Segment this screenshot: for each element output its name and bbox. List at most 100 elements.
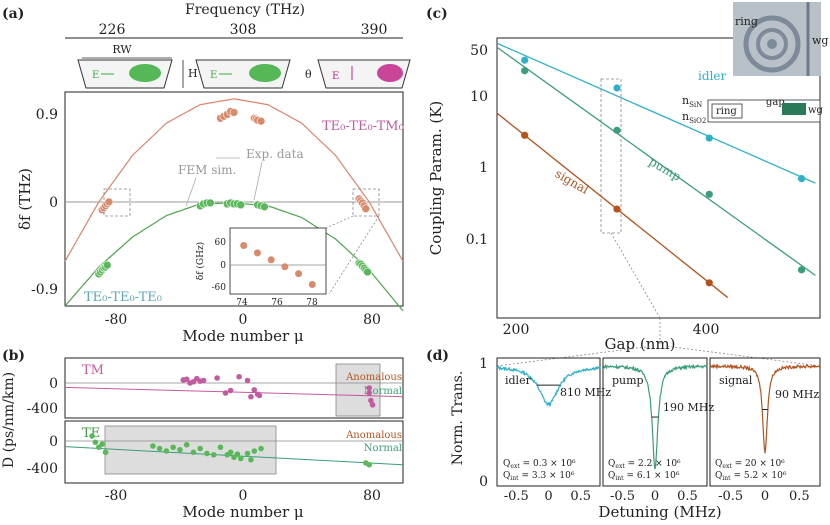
te-data-point xyxy=(177,446,183,453)
te-te-tm-exp-point xyxy=(229,108,239,117)
panel-a-label: (a) xyxy=(2,6,24,22)
y-axis-label: Coupling Param. (K) xyxy=(427,101,445,256)
x-tick-label: -80 xyxy=(105,488,128,504)
e-field-label: E xyxy=(332,71,339,82)
y-axis-label: δf (THz) xyxy=(16,168,34,230)
tm-frame xyxy=(64,357,404,419)
te-te-te-label: TE₀-TE₀-TE₀ xyxy=(84,290,162,305)
inset-y-tick: 0 xyxy=(220,261,226,271)
pump-subplot-frame xyxy=(602,357,708,487)
plot-frame xyxy=(64,91,404,307)
idler-qext: Qext = 0.3 × 10⁶ xyxy=(503,459,576,470)
pump-name: pump xyxy=(612,374,644,387)
tm-fit-line xyxy=(64,386,404,398)
panel-b-label: (b) xyxy=(2,348,25,364)
te-tick: 0 xyxy=(49,434,58,450)
x-tick-label: 80 xyxy=(363,488,381,504)
y-axis-label: Norm. Trans. xyxy=(450,371,466,466)
ring-label: ring xyxy=(735,15,758,28)
pump-data-point xyxy=(705,190,713,198)
pump-data-point xyxy=(521,67,529,75)
x-tick-label: -0.5 xyxy=(504,489,529,504)
te-te-te-exp-point xyxy=(363,267,372,277)
te-data-point xyxy=(210,451,217,458)
te-data-point xyxy=(248,456,254,463)
pump-label: pump xyxy=(647,154,684,184)
x-tick-label: -0.5 xyxy=(718,489,743,504)
idler-data-point xyxy=(521,56,529,64)
panel-c-series xyxy=(496,42,816,299)
te-data-point xyxy=(183,441,190,448)
te-data-point xyxy=(197,445,203,452)
te-tick: -400 xyxy=(27,461,58,477)
wg-label: wg xyxy=(812,34,828,47)
theta-label: θ xyxy=(305,68,312,81)
te-data-point xyxy=(156,445,163,452)
te-data-point xyxy=(366,461,373,468)
rw-label: RW xyxy=(112,43,132,56)
nsio2-label: nSiO2 xyxy=(682,110,706,125)
tm-tick: -400 xyxy=(27,401,58,417)
idler-name: idler xyxy=(505,374,532,387)
normal-label: Normal xyxy=(364,443,402,454)
x-tick-label: 0.5 xyxy=(789,489,810,504)
x-tick-label: 0.5 xyxy=(570,489,591,504)
te-data-point xyxy=(170,444,176,451)
te-te-te-exp-point xyxy=(236,200,246,210)
inset-points xyxy=(240,242,316,288)
anomalous-label: Anomalous xyxy=(345,430,402,441)
x-tick-label: 400 xyxy=(693,322,720,338)
tm-data-point xyxy=(248,393,254,400)
zoom-connector xyxy=(328,215,380,295)
x-axis-label: Gap (nm) xyxy=(605,335,676,353)
signal-label: signal xyxy=(553,166,592,196)
te-data-point xyxy=(204,450,210,457)
te-te-te-exp-point xyxy=(206,198,215,208)
te-data-point xyxy=(227,449,234,456)
mode-icon-te-rw: RW E xyxy=(77,43,173,89)
te-te-tm-exp-point xyxy=(361,204,371,214)
te-data-point xyxy=(190,449,197,456)
inset-wg-label: wg xyxy=(808,105,824,116)
inset-data-point xyxy=(295,270,303,278)
inset-y-tick: -60 xyxy=(212,283,227,293)
inset-x-tick: 76 xyxy=(271,298,283,308)
idler-data-point xyxy=(613,84,621,92)
top-tick-label: 308 xyxy=(230,22,257,38)
tm-label: TM xyxy=(82,363,104,378)
y-tick-label: 0 xyxy=(479,474,488,490)
pump-qint: Qint = 6.1 × 10⁶ xyxy=(608,471,680,482)
y-tick-label: 1 xyxy=(479,160,488,176)
micrograph-inset: ring wg xyxy=(733,2,828,76)
tm-data-point xyxy=(369,402,376,408)
x-tick-label: 0 xyxy=(761,489,769,504)
x-tick-label: 0 xyxy=(651,489,659,504)
idler-label: idler xyxy=(698,69,726,83)
inset-y-label: δf (GHz) xyxy=(195,242,206,280)
tm-data-point xyxy=(180,377,187,383)
panel-c-label: (c) xyxy=(426,6,448,22)
signal-fit-line xyxy=(496,112,729,299)
idler-width: 810 MHz xyxy=(560,386,611,399)
tm-data-point xyxy=(214,375,220,381)
signal-qint: Qint = 5.2 × 10⁶ xyxy=(715,471,787,482)
x-tick-label: 80 xyxy=(363,312,381,328)
zoom-connector xyxy=(610,232,661,319)
te-data-point xyxy=(234,451,241,457)
tm-data-point xyxy=(368,397,374,404)
ring-mid xyxy=(756,28,788,60)
y-tick-label: 0.9 xyxy=(36,107,58,123)
mode-profile xyxy=(129,64,161,82)
signal-subplot-frame xyxy=(709,357,821,487)
plot-frame xyxy=(496,37,821,319)
tm-data-point xyxy=(254,391,261,398)
x-tick-label: 0 xyxy=(239,488,248,504)
inset-x-tick: 74 xyxy=(236,298,248,308)
idler-spectrum xyxy=(496,365,601,408)
ring-center xyxy=(767,39,777,49)
inset-ring-label: ring xyxy=(716,106,737,117)
signal-qext: Qext = 20 × 10⁶ xyxy=(715,459,785,470)
top-tick-label: 390 xyxy=(361,22,388,38)
